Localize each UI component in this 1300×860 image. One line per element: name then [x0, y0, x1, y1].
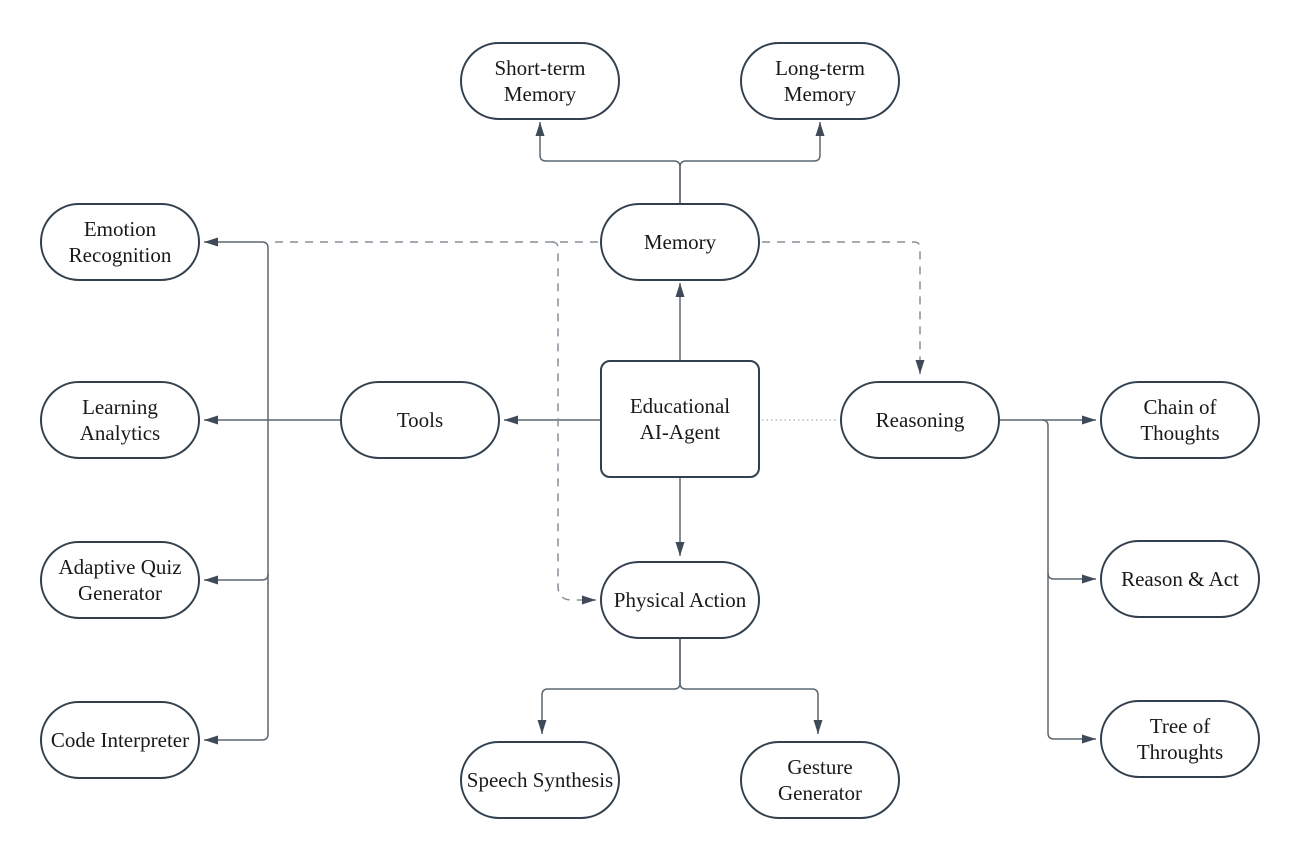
edge-trunk-adaptive-quiz: [204, 573, 269, 585]
edge-memory-short-term: [535, 122, 681, 203]
edge-trunk-reason-act: [1047, 572, 1096, 584]
node-memory-label: Memory: [643, 230, 717, 254]
edge-memory-long-term: [679, 122, 825, 203]
node-chain-of-thoughts[interactable]: Chain of Thoughts: [1100, 381, 1260, 459]
node-short-term-memory[interactable]: Short-term Memory: [460, 42, 620, 120]
node-tree-of-throughts-label: Tree of Throughts: [1136, 714, 1224, 764]
node-memory[interactable]: Memory: [600, 203, 760, 281]
node-code-interpreter-label: Code Interpreter: [50, 728, 190, 752]
node-gesture-generator-label: Gesture Generator: [778, 755, 862, 805]
node-chain-of-thoughts-label: Chain of Thoughts: [1140, 395, 1220, 445]
node-short-term-memory-label: Short-term Memory: [494, 56, 586, 106]
node-physical-action-label: Physical Action: [613, 588, 747, 612]
node-emotion-recognition[interactable]: Emotion Recognition: [40, 203, 200, 281]
edge-physical-gesture-generator: [679, 639, 823, 734]
node-tools[interactable]: Tools: [340, 381, 500, 459]
node-reasoning-label: Reasoning: [875, 408, 965, 432]
edge-memory-reasoning-dashed: [762, 241, 925, 374]
edge-physical-speech-synthesis: [537, 639, 681, 734]
node-educational-ai-agent[interactable]: Educational AI-Agent: [600, 360, 760, 478]
node-long-term-memory[interactable]: Long-term Memory: [740, 42, 900, 120]
node-adaptive-quiz-generator[interactable]: Adaptive Quiz Generator: [40, 541, 200, 619]
node-code-interpreter[interactable]: Code Interpreter: [40, 701, 200, 779]
edge-trunk-emotion-recognition: [204, 237, 269, 249]
node-reason-act-label: Reason & Act: [1121, 567, 1239, 591]
node-emotion-recognition-label: Emotion Recognition: [68, 217, 172, 267]
node-physical-action[interactable]: Physical Action: [600, 561, 760, 639]
node-long-term-memory-label: Long-term Memory: [775, 56, 865, 106]
node-learning-analytics-label: Learning Analytics: [79, 395, 161, 445]
edge-tools-trunk: [204, 248, 269, 745]
node-gesture-generator[interactable]: Gesture Generator: [740, 741, 900, 819]
node-reasoning[interactable]: Reasoning: [840, 381, 1000, 459]
node-tree-of-throughts[interactable]: Tree of Throughts: [1100, 700, 1260, 778]
edge-reasoning-trunk: [1041, 419, 1096, 744]
node-speech-synthesis-label: Speech Synthesis: [466, 768, 614, 792]
node-adaptive-quiz-generator-label: Adaptive Quiz Generator: [58, 555, 182, 605]
node-tools-label: Tools: [396, 408, 444, 432]
node-educational-ai-agent-label: Educational AI-Agent: [629, 394, 731, 444]
node-reason-act[interactable]: Reason & Act: [1100, 540, 1260, 618]
node-speech-synthesis[interactable]: Speech Synthesis: [460, 741, 620, 819]
node-learning-analytics[interactable]: Learning Analytics: [40, 381, 200, 459]
edge-memory-physical-dashed: [551, 241, 596, 605]
